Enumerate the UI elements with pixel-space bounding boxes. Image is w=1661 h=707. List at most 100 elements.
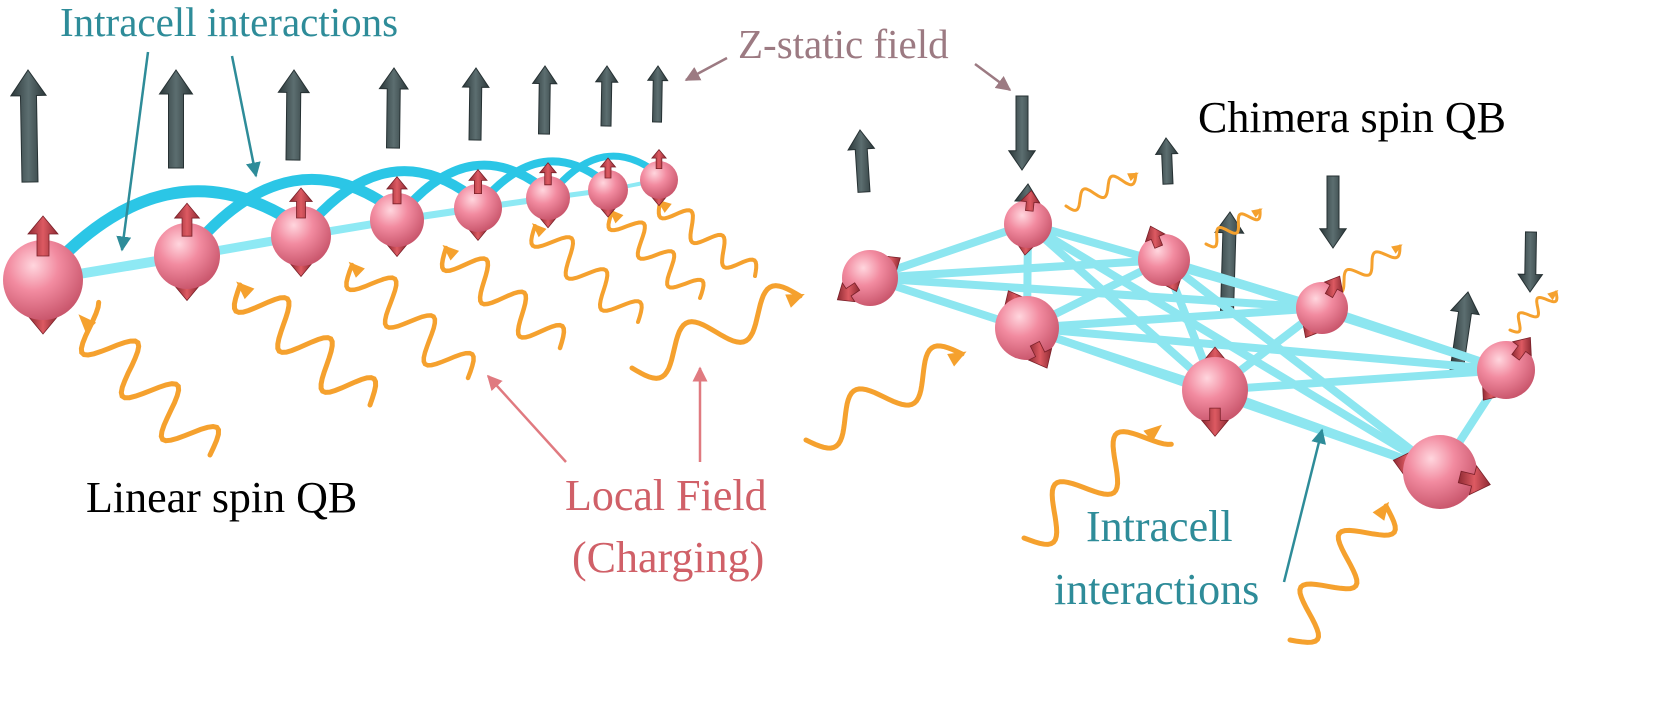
- field-wave: [1287, 503, 1398, 645]
- coupling-edge: [1023, 304, 1326, 332]
- spin-arrow: [1019, 189, 1041, 212]
- field-wave: [439, 245, 567, 351]
- static-field-arrow: [531, 65, 558, 135]
- annotation-pointer: [230, 55, 261, 178]
- spin-arrow: [468, 168, 488, 194]
- coupling-edge: [1211, 366, 1510, 394]
- nnn-arc: [53, 185, 298, 266]
- label-linear-spin-qb: Linear spin QB: [86, 473, 358, 522]
- static-field-arrow: [1318, 175, 1348, 249]
- field-wave: [629, 283, 803, 381]
- nnn-arc: [308, 166, 476, 226]
- spin-sphere: [3, 240, 83, 320]
- field-wave-head: [442, 244, 460, 261]
- label-local-field: Local Field: [565, 471, 767, 520]
- coupling-edge: [866, 256, 1168, 282]
- field-wave-head: [78, 314, 97, 333]
- spin-sphere: [454, 184, 502, 232]
- spin-sphere: [1403, 435, 1477, 509]
- static-field-arrow: [1517, 231, 1544, 293]
- spin-sphere: [1138, 234, 1190, 286]
- static-field-arrow: [594, 65, 619, 127]
- static-field-arrow: [847, 129, 876, 193]
- field-wave-head: [531, 223, 547, 238]
- spin-arrow: [538, 162, 558, 186]
- spin-sphere: [526, 176, 570, 220]
- spin-arrow: [1511, 337, 1532, 361]
- nnn-arc: [403, 160, 546, 211]
- spin-sphere: [154, 223, 220, 289]
- label-intracell-interactions-top: Intracell interactions: [60, 0, 399, 45]
- field-wave-head: [609, 209, 624, 224]
- spin-sphere: [271, 206, 331, 266]
- spin-sphere: [1004, 200, 1052, 248]
- annotation-pointer: [684, 56, 728, 82]
- spin-arrow: [1200, 407, 1230, 437]
- local-field-waves: [78, 172, 1559, 645]
- field-wave: [344, 262, 476, 381]
- spin-arrow: [651, 148, 667, 169]
- field-wave: [606, 210, 706, 300]
- spin-arrow: [288, 187, 314, 219]
- field-wave: [1508, 290, 1559, 334]
- spin-sphere: [995, 296, 1059, 360]
- label-intracell-bottom-1: Intracell: [1086, 502, 1233, 551]
- static-field-arrow: [1154, 137, 1179, 185]
- label-chimera-spin-qb: Chimera spin QB: [1198, 93, 1506, 142]
- linear-chain: [3, 148, 678, 335]
- coupling-edge: [1024, 220, 1219, 394]
- static-field-arrow: [9, 69, 48, 183]
- spin-sphere: [640, 161, 678, 199]
- field-wave-head: [1251, 208, 1263, 218]
- annotation-pointers: [116, 51, 1327, 583]
- label-z-static-field: Z-static field: [738, 21, 949, 67]
- annotation-pointer: [116, 51, 150, 252]
- nnn-arc: [553, 152, 657, 191]
- annotation-pointer: [974, 62, 1012, 92]
- label-charging: (Charging): [572, 533, 765, 582]
- field-wave-head: [236, 281, 255, 300]
- field-wave-head: [1143, 424, 1163, 442]
- spin-sphere: [370, 193, 424, 247]
- field-wave: [231, 282, 379, 408]
- annotation-pointer: [1282, 428, 1327, 583]
- spin-sphere: [1182, 357, 1248, 423]
- static-field-arrow: [158, 69, 194, 169]
- spin-sphere: [588, 170, 628, 210]
- field-wave: [529, 224, 644, 324]
- field-wave-head: [947, 351, 967, 367]
- spin-arrow: [386, 176, 408, 205]
- field-wave: [1204, 208, 1262, 249]
- static-field-arrow: [1007, 95, 1037, 171]
- field-wave: [656, 200, 759, 278]
- static-field-arrow: [461, 67, 490, 141]
- spin-arrow: [1323, 275, 1344, 299]
- spin-arrow: [173, 202, 201, 237]
- field-wave: [1328, 244, 1402, 295]
- nnn-arc: [483, 157, 606, 200]
- chimera-spins: [836, 189, 1535, 509]
- static-field-arrow: [378, 67, 409, 149]
- spin-arrow: [1457, 464, 1491, 496]
- spin-arrow: [27, 215, 59, 257]
- label-intracell-bottom-2: interactions: [1054, 565, 1260, 614]
- spin-arrow: [1144, 225, 1166, 249]
- spin-sphere: [1296, 282, 1348, 334]
- field-wave: [1021, 429, 1174, 547]
- chimera-couplings: [866, 220, 1510, 476]
- field-wave: [803, 343, 965, 451]
- field-wave-head: [1547, 290, 1559, 301]
- field-wave-head: [1391, 244, 1403, 254]
- static-field-arrow: [646, 65, 669, 123]
- static-field-arrow: [277, 69, 311, 161]
- field-wave: [78, 299, 222, 458]
- annotation-pointer: [486, 374, 567, 463]
- spin-arrow: [836, 282, 861, 303]
- field-wave-head: [1127, 172, 1139, 182]
- field-wave-head: [348, 261, 365, 278]
- nnn-arc: [194, 174, 395, 245]
- spin-arrow: [599, 157, 617, 179]
- coupling-edge: [1160, 256, 1444, 476]
